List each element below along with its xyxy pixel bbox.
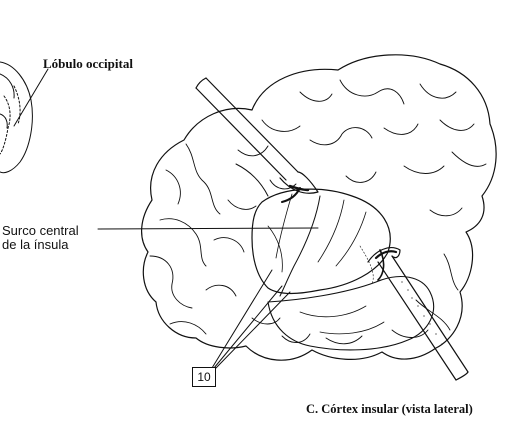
occipital-leader-line — [13, 68, 49, 127]
central-sulcus-label-line1: Surco central — [2, 223, 79, 238]
surco-leader-line — [97, 227, 319, 230]
brain-outline — [141, 54, 497, 361]
cortical-sulci — [149, 79, 487, 345]
retractors — [195, 77, 469, 381]
figure-caption: C. Córtex insular (vista lateral) — [306, 402, 473, 416]
central-sulcus-insula-label: Surco central de la ínsula — [2, 224, 79, 251]
reference-number-box: 10 — [192, 367, 216, 387]
occipital-lobe-inset — [0, 61, 33, 174]
insula-region — [251, 187, 391, 297]
retractor-stipple — [401, 281, 443, 345]
number-10-leader-lines — [211, 269, 291, 369]
central-sulcus-label-line2: de la ínsula — [2, 236, 69, 252]
temporal-operculum — [267, 276, 435, 351]
occipital-lobe-label: Lóbulo occipital — [43, 56, 133, 71]
